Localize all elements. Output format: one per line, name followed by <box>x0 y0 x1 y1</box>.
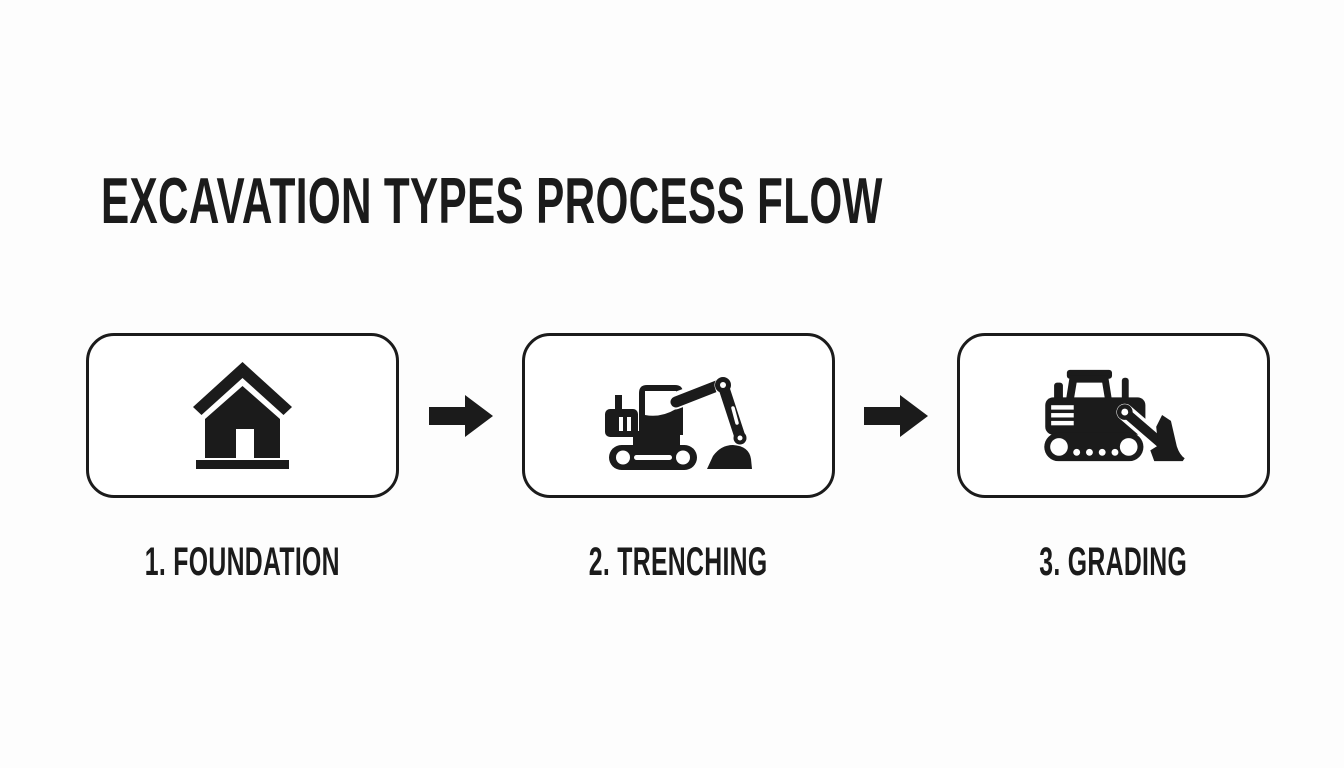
step-box <box>956 333 1270 498</box>
step-label: 1. FOUNDATION <box>144 540 340 584</box>
bulldozer-icon <box>1044 369 1185 461</box>
step-label: 3. GRADING <box>1039 540 1188 584</box>
arrow-right-icon <box>863 394 928 437</box>
flow-connector <box>400 333 522 498</box>
step-box <box>521 333 835 498</box>
page-title: EXCAVATION TYPES PROCESS FLOW <box>101 164 883 237</box>
process-flow: 1. FOUNDATION <box>85 333 1270 585</box>
step-grading: 3. GRADING <box>956 333 1270 585</box>
step-trenching: 2. TRENCHING <box>521 333 835 585</box>
flow-connector <box>835 333 957 498</box>
step-label: 2. TRENCHING <box>588 540 768 584</box>
step-box <box>85 333 399 498</box>
excavator-icon <box>605 374 753 470</box>
step-foundation: 1. FOUNDATION <box>85 333 400 585</box>
house-icon <box>192 362 292 469</box>
arrow-right-icon <box>428 394 493 437</box>
